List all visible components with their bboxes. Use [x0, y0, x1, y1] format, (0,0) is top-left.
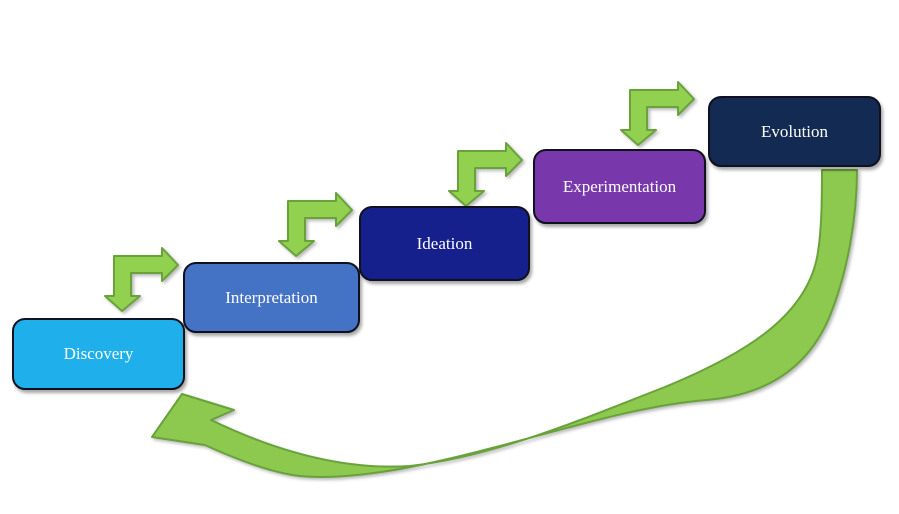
- step-arrow-icon: [104, 247, 179, 312]
- step-box-evolution: Evolution: [708, 96, 881, 167]
- step-box-discovery: Discovery: [12, 318, 185, 390]
- step-arrow-icon: [620, 81, 695, 146]
- loop-arrow-icon: [151, 169, 858, 478]
- step-label-discovery: Discovery: [63, 344, 134, 363]
- step-label-ideation: Ideation: [416, 233, 473, 253]
- step-box-ideation: Ideation: [359, 206, 530, 281]
- step-label-experimentation: Experimentation: [562, 176, 677, 196]
- step-box-experimentation: Experimentation: [533, 149, 706, 224]
- step-label-interpretation: Interpretation: [225, 287, 318, 307]
- step-label-evolution: Evolution: [760, 121, 829, 141]
- step-arrow-icon: [278, 192, 353, 257]
- step-arrow-icon: [448, 142, 523, 207]
- step-box-interpretation: Interpretation: [183, 262, 360, 333]
